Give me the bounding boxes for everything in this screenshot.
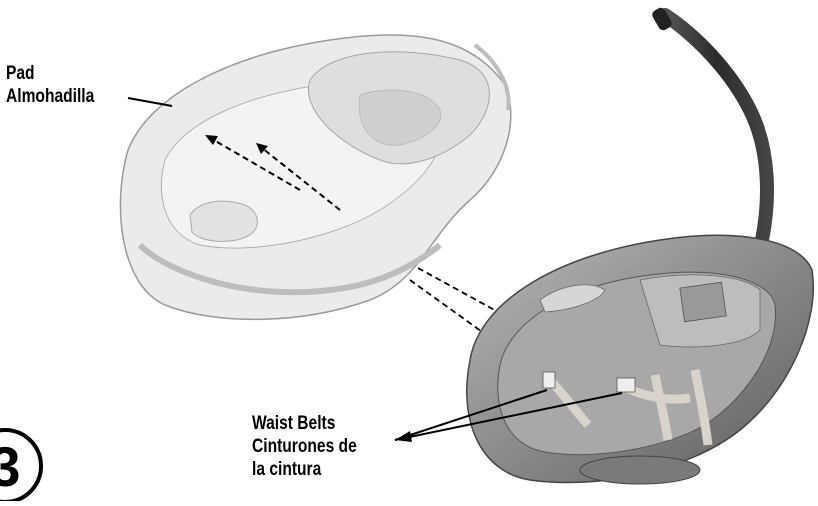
waist-belts-label: Waist Belts Cinturones de la cintura [252, 412, 357, 481]
step-badge-number: 3 [0, 435, 21, 498]
pad-label-es: Almohadilla [6, 85, 94, 108]
pad-label: Pad Almohadilla [6, 62, 94, 108]
waist-belts-label-es-2: la cintura [252, 458, 357, 481]
step-badge: 3 [0, 430, 41, 501]
seat-shell [467, 235, 813, 484]
pad-label-en: Pad [6, 62, 94, 85]
pad-illustration [120, 35, 510, 320]
waist-belts-label-es-1: Cinturones de [252, 435, 357, 458]
swing-arm [650, 6, 767, 240]
waist-belts-label-en: Waist Belts [252, 412, 357, 435]
